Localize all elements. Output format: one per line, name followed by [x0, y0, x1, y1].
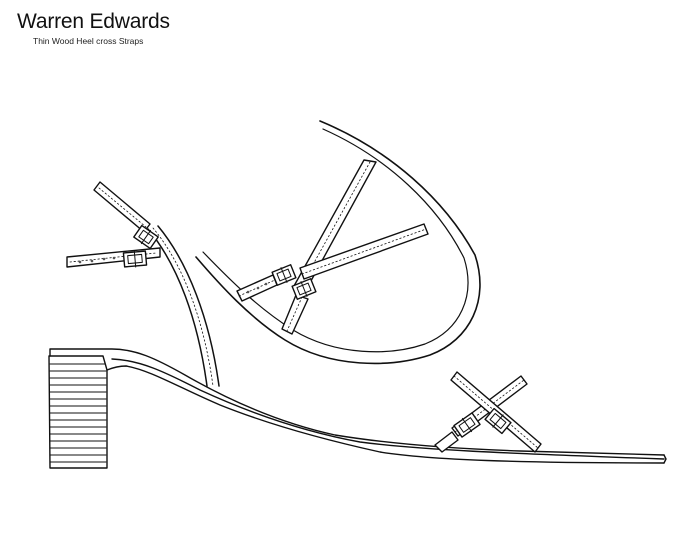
ankle-strap — [66, 181, 220, 387]
buckle — [122, 250, 148, 268]
buckle — [453, 412, 481, 438]
sole — [49, 348, 667, 464]
toe-strap — [195, 120, 481, 365]
buckle — [133, 224, 159, 250]
page-title: Warren Edwards — [17, 10, 170, 33]
buckle — [291, 278, 317, 300]
page-subtitle: Thin Wood Heel cross Straps — [33, 36, 144, 46]
toe-cross-straps — [434, 371, 542, 453]
heel-wood-grain — [49, 363, 107, 463]
heel — [48, 355, 108, 469]
buckle — [484, 407, 512, 435]
buckle — [271, 264, 297, 286]
strap-holes — [246, 282, 268, 294]
strap-holes — [78, 256, 116, 264]
